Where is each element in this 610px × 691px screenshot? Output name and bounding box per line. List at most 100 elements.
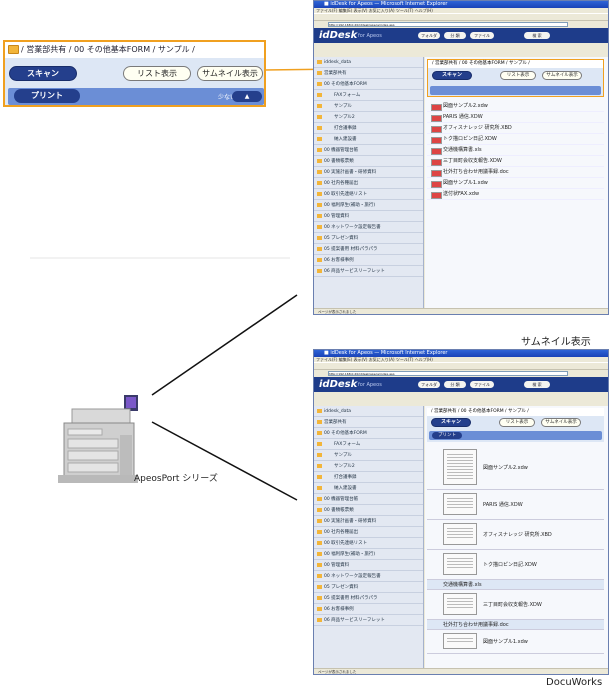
toolbar-area: / 営業部共有 / 00 その他基本FORM / サンプル / スキャン リスト… (427, 408, 604, 442)
thumbnail-view-button[interactable]: サムネイル表示 (197, 66, 263, 81)
thumbnail-item[interactable]: 社外打ち合わせ用議事録.doc (427, 620, 604, 630)
file-row[interactable]: 図面サンプル2.xdw (427, 101, 604, 112)
sidebar-folder-item[interactable]: 06 お客様事例 (314, 255, 423, 266)
file-tab[interactable]: ファイル (470, 32, 494, 39)
iddesk-logo: idDesk (319, 30, 358, 41)
scan-button-small[interactable]: スキャン (432, 71, 472, 80)
sidebar-folder-item[interactable]: 打合議事録 (314, 123, 423, 134)
sidebar-folder-item[interactable]: 00 ネットワーク設定報告書 (314, 571, 423, 582)
file-row[interactable]: 図面サンプル1.xdw (427, 178, 604, 189)
thumbnail-item[interactable]: 交通機構算書.xls (427, 580, 604, 590)
sidebar-folder-item[interactable]: サンプル2 (314, 112, 423, 123)
sidebar-folder-item[interactable]: FAXフォーム (314, 439, 423, 450)
search-button[interactable]: 検 索 (524, 381, 550, 388)
sidebar-folder-item[interactable]: 05 プレゼン資料 (314, 233, 423, 244)
list-view-button-small[interactable]: リスト表示 (499, 418, 535, 427)
app-header: idDesk for Apeos フォルダ 分 類 ファイル 検 索 (314, 377, 608, 392)
sidebar-folder-item[interactable]: 06 商品サービスリーフレット (314, 615, 423, 626)
sidebar-folder-item[interactable]: 05 プレゼン資料 (314, 582, 423, 593)
print-button[interactable]: プリント (14, 89, 80, 103)
sidebar-folder-item[interactable]: 05 提案書用 材料パラパラ (314, 593, 423, 604)
file-row[interactable]: PARIS 通信.XDW (427, 112, 604, 123)
sidebar-folder-item[interactable]: 00 取引先連絡リスト (314, 189, 423, 200)
thumbnail-item[interactable]: オフィスナレッジ 研究所.XBD (427, 520, 604, 550)
scan-button[interactable]: スキャン (9, 66, 77, 81)
file-row[interactable]: トク描ロピン日記.XDW (427, 134, 604, 145)
thumbnail-item[interactable]: 図面サンプル1.xdw (427, 630, 604, 654)
sidebar-folder-item[interactable]: 06 商品サービスリーフレット (314, 266, 423, 277)
sidebar-folder-item[interactable]: サンプル (314, 450, 423, 461)
document-thumbnail[interactable] (443, 553, 477, 575)
thumbnail-item[interactable]: 図面サンプル2.xdw (427, 446, 604, 490)
file-row[interactable]: 交通機構算書.xls (427, 145, 604, 156)
file-tab[interactable]: ファイル (470, 381, 494, 388)
sidebar-folder-item[interactable]: 納入建設書 (314, 134, 423, 145)
logo-subtitle: for Apeos (358, 382, 382, 388)
document-thumbnail[interactable] (443, 493, 477, 515)
sidebar-folder-item[interactable]: 00 社内各種届出 (314, 527, 423, 538)
window-title: ■ idDesk for Apeos — Microsoft Internet … (314, 350, 608, 357)
breadcrumb-small: / 営業部共有 / 00 その他基本FORM / サンプル / (428, 60, 603, 68)
sidebar-folder-item[interactable]: 納入建設書 (314, 483, 423, 494)
thumbnail-view-button-small[interactable]: サムネイル表示 (541, 418, 581, 427)
file-row[interactable]: 三丁目町会収支報告.XDW (427, 156, 604, 167)
address-input[interactable]: http://192.168.0.20/iddesk/apeos/index.a… (328, 22, 568, 27)
thumbnail-item[interactable]: 三丁目町会収支報告.XDW (427, 590, 604, 620)
thumbnail-label: 図面サンプル1.xdw (483, 639, 528, 645)
file-row[interactable]: 社外打ち合わせ用議事録.doc (427, 167, 604, 178)
document-thumbnail[interactable] (443, 593, 477, 615)
sidebar-folder-item[interactable]: サンプル (314, 101, 423, 112)
print-bar-small (430, 86, 601, 95)
list-view-button[interactable]: リスト表示 (123, 66, 191, 81)
sidebar-folder-item[interactable]: 00 その他基本FORM (314, 428, 423, 439)
device-caption: ApeosPort シリーズ (134, 474, 218, 484)
folder-tab[interactable]: フォルダ (418, 381, 440, 388)
thumbnail-view-button-small[interactable]: サムネイル表示 (542, 71, 582, 80)
sidebar-folder-item[interactable]: 営業部共有 (314, 68, 423, 79)
class-tab[interactable]: 分 類 (444, 32, 466, 39)
sidebar-folder-item[interactable]: 00 その他基本FORM (314, 79, 423, 90)
address-input[interactable]: http://192.168.0.20/iddesk/apeos/index.a… (328, 371, 568, 376)
status-bar: ページが表示されました (314, 308, 608, 314)
search-button[interactable]: 検 索 (524, 32, 550, 39)
print-button-small[interactable]: プリント (432, 432, 462, 439)
sidebar-folder-item[interactable]: 00 実施計画書・研修資料 (314, 167, 423, 178)
list-view-button-small[interactable]: リスト表示 (500, 71, 536, 80)
sidebar-folder-item[interactable]: サンプル2 (314, 461, 423, 472)
file-row[interactable]: オフィスナレッジ 研究所.XBD (427, 123, 604, 134)
sidebar-folder-item[interactable]: 00 取引先連絡リスト (314, 538, 423, 549)
sidebar-folder-item[interactable]: 05 提案書用 材料パラパラ (314, 244, 423, 255)
sidebar-folder-item[interactable]: 00 実施計画書・研修資料 (314, 516, 423, 527)
sidebar-folder-item[interactable]: 00 福利厚生(補助・旅行) (314, 549, 423, 560)
sidebar-folder-item[interactable]: 00 機器管理台帳 (314, 145, 423, 156)
sidebar-folder-item[interactable]: 00 ネットワーク設定報告書 (314, 222, 423, 233)
thumbnail-item[interactable]: トク描ロピン日記.XDW (427, 550, 604, 580)
collapse-up-button[interactable]: ▲ (232, 91, 262, 102)
document-thumbnail[interactable] (443, 449, 477, 485)
sidebar-folder-item[interactable]: 00 管理資料 (314, 560, 423, 571)
document-thumbnail[interactable] (443, 633, 477, 649)
sidebar-folder-item[interactable]: 営業部共有 (314, 417, 423, 428)
sidebar-folder-item[interactable]: FAXフォーム (314, 90, 423, 101)
sidebar-folder-item[interactable]: 00 福利厚生(補助・旅行) (314, 200, 423, 211)
scan-button-small[interactable]: スキャン (431, 418, 471, 427)
folder-tab[interactable]: フォルダ (418, 32, 440, 39)
sidebar-folder-item[interactable]: 打合議事録 (314, 472, 423, 483)
sidebar-folder-item[interactable]: 00 書類帳票類 (314, 505, 423, 516)
sidebar-folder-item[interactable]: 06 お客様事例 (314, 604, 423, 615)
breadcrumb-text: / 営業部共有 / 00 その他基本FORM / サンプル / (21, 45, 195, 54)
sidebar-folder-item[interactable]: 00 機器管理台帳 (314, 494, 423, 505)
sidebar-folder-item[interactable]: 00 管理資料 (314, 211, 423, 222)
sidebar-folder-item[interactable]: 00 書類帳票類 (314, 156, 423, 167)
sidebar-folder-item[interactable]: iddesk_data (314, 57, 423, 68)
file-row[interactable]: 送付状FAX.xdw (427, 189, 604, 200)
print-bar-small: プリント (429, 431, 602, 440)
thumbnail-item[interactable]: PARIS 通信.XDW (427, 490, 604, 520)
menu-bar: ファイル(F) 編集(E) 表示(V) お気に入り(A) ツール(T) ヘルプ(… (314, 357, 608, 362)
document-thumbnail[interactable] (443, 523, 477, 545)
sidebar-folder-item[interactable]: iddesk_data (314, 406, 423, 417)
sidebar-folder-item[interactable]: 00 社内各種届出 (314, 178, 423, 189)
class-tab[interactable]: 分 類 (444, 381, 466, 388)
status-bar: ページが表示されました (314, 668, 608, 674)
